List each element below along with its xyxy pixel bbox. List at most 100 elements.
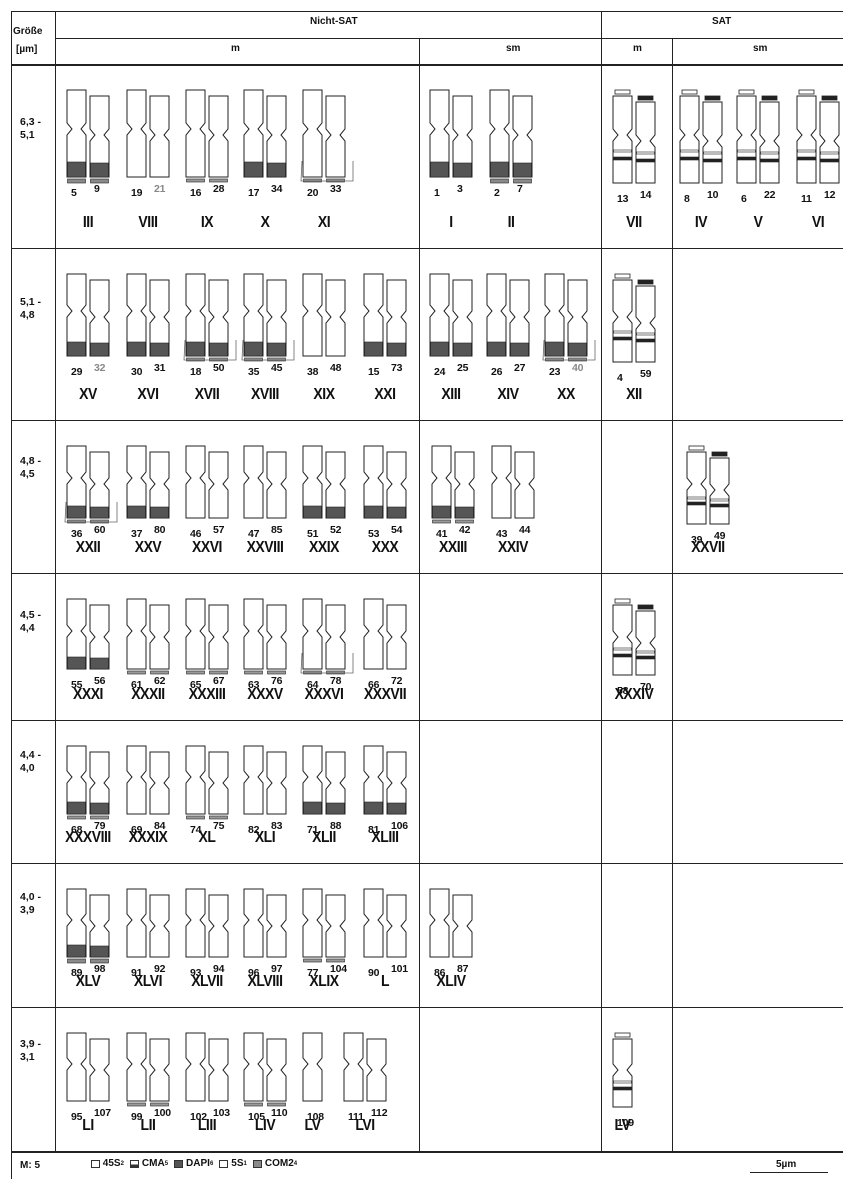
cma-band [614, 1087, 632, 1090]
chromosome-pair-xx [543, 268, 601, 366]
chromosome-number: 73 [391, 362, 402, 374]
cma-band-bottom [456, 520, 474, 523]
cma-band [688, 502, 706, 505]
chromosome-number: 35 [248, 366, 259, 378]
chromosome-85 [267, 452, 286, 518]
chromosome-45 [267, 280, 286, 361]
dapi-band [511, 343, 529, 356]
chromosome-21 [150, 96, 169, 177]
chromosome-5 [67, 90, 86, 183]
dapi-band [68, 506, 86, 518]
cma-band [711, 504, 729, 507]
45s-band [798, 150, 816, 152]
45s-band [637, 651, 655, 653]
subheader-m-sat: m [633, 43, 642, 54]
chromosome-pair-xxxv [242, 593, 300, 679]
chromosome-pair-xlv [65, 883, 123, 967]
header-bottom [11, 64, 843, 66]
chromosome-97 [267, 895, 286, 957]
chromosome-number: 25 [457, 362, 468, 374]
chromosome-16 [186, 90, 205, 182]
chromosome-number: 48 [330, 362, 341, 374]
chromosome-88 [326, 752, 345, 814]
dapi-band [365, 802, 383, 814]
45s-band [711, 499, 729, 501]
cma-band-bottom [268, 671, 286, 674]
chromosome-number: 11 [801, 193, 812, 205]
cma-band-bottom [327, 959, 345, 962]
chromosome-number: 57 [213, 524, 224, 536]
dapi-band [91, 803, 109, 814]
chromosome-pair-xi [301, 84, 359, 187]
legend-item-5s: 5S1 [219, 1158, 247, 1169]
pair-roman-numeral: XXXII [122, 686, 174, 704]
chromosome-19 [127, 90, 146, 177]
chromosome-83 [267, 752, 286, 814]
pair-roman-numeral: XXXVII [359, 686, 411, 704]
satellite-109 [615, 1033, 630, 1037]
chromosome-31 [150, 280, 169, 356]
chromosome-94 [209, 895, 228, 957]
size-label-row-7: 3,9 -3,1 [20, 1038, 41, 1064]
chromosome-pair-xxviii [242, 440, 300, 528]
size-col-divider [55, 11, 56, 1151]
pair-roman-numeral: XXI [359, 386, 411, 404]
cma-band-bottom [304, 959, 322, 962]
dapi-band [210, 343, 228, 356]
pair-roman-numeral: X [239, 214, 291, 232]
chromosome-number: 5 [71, 187, 77, 199]
chromosome-number: 32 [94, 362, 105, 374]
legend-swatch [91, 1160, 100, 1168]
chromosome-38 [303, 274, 322, 356]
chromosome-number: 33 [330, 183, 341, 195]
pair-roman-numeral: III [62, 214, 114, 232]
satellite-4 [615, 274, 630, 278]
chromosome-55 [67, 599, 86, 669]
chromosome-17 [244, 90, 263, 177]
chromosome-number: 42 [459, 524, 470, 536]
chromosome-number: 23 [549, 366, 560, 378]
chromosome-71 [303, 746, 322, 814]
cma-band [681, 157, 699, 160]
chromosome-106 [387, 752, 406, 814]
cma-band-bottom [210, 179, 228, 182]
chromosome-number: 44 [519, 524, 530, 536]
pair-roman-numeral: LV [297, 1117, 329, 1135]
pair-roman-numeral: XLVI [122, 973, 174, 991]
chromosome-number: 15 [368, 366, 379, 378]
chromosome-number: 3 [457, 183, 463, 195]
chromosome-40 [568, 280, 587, 361]
size-label-row-5: 4,4 -4,0 [20, 749, 41, 775]
chromosome-pair-liv [242, 1027, 300, 1111]
chromosome-104 [326, 895, 345, 962]
pair-roman-numeral: XLV [62, 973, 114, 991]
chromosome-59 [636, 286, 655, 362]
scale-bar-label: 5µm [776, 1159, 796, 1170]
pair-roman-numeral: XXXIX [122, 829, 174, 847]
size-column-title: Größe [13, 26, 42, 37]
chromosome-3 [453, 96, 472, 177]
chromosome-29 [67, 274, 86, 356]
pair-roman-numeral: XVIII [239, 386, 291, 404]
chromosome-36 [67, 446, 86, 523]
chromosome-11 [797, 96, 816, 183]
pair-roman-numeral: XVII [181, 386, 233, 404]
magnification-label: M: 5 [20, 1160, 40, 1171]
subheader-sm-sat: sm [753, 43, 767, 54]
pair-roman-numeral: XXX [359, 539, 411, 557]
satellite-14 [638, 96, 653, 100]
pair-roman-numeral: XXIV [487, 539, 539, 557]
pair-roman-numeral: XXVI [181, 539, 233, 557]
chromosome-18 [186, 274, 205, 361]
chromosome-67 [209, 605, 228, 674]
chromosome-7 [513, 96, 532, 183]
pair-roman-numeral: XIV [482, 386, 534, 404]
chromosome-74 [186, 746, 205, 819]
chromosome-pair-lvi [342, 1027, 400, 1111]
chromosome-2 [490, 90, 509, 183]
chromosome-13 [613, 96, 632, 183]
chromosome-pair-xvii [184, 268, 242, 366]
cma-band-bottom [187, 816, 205, 819]
dapi-band [68, 802, 86, 814]
